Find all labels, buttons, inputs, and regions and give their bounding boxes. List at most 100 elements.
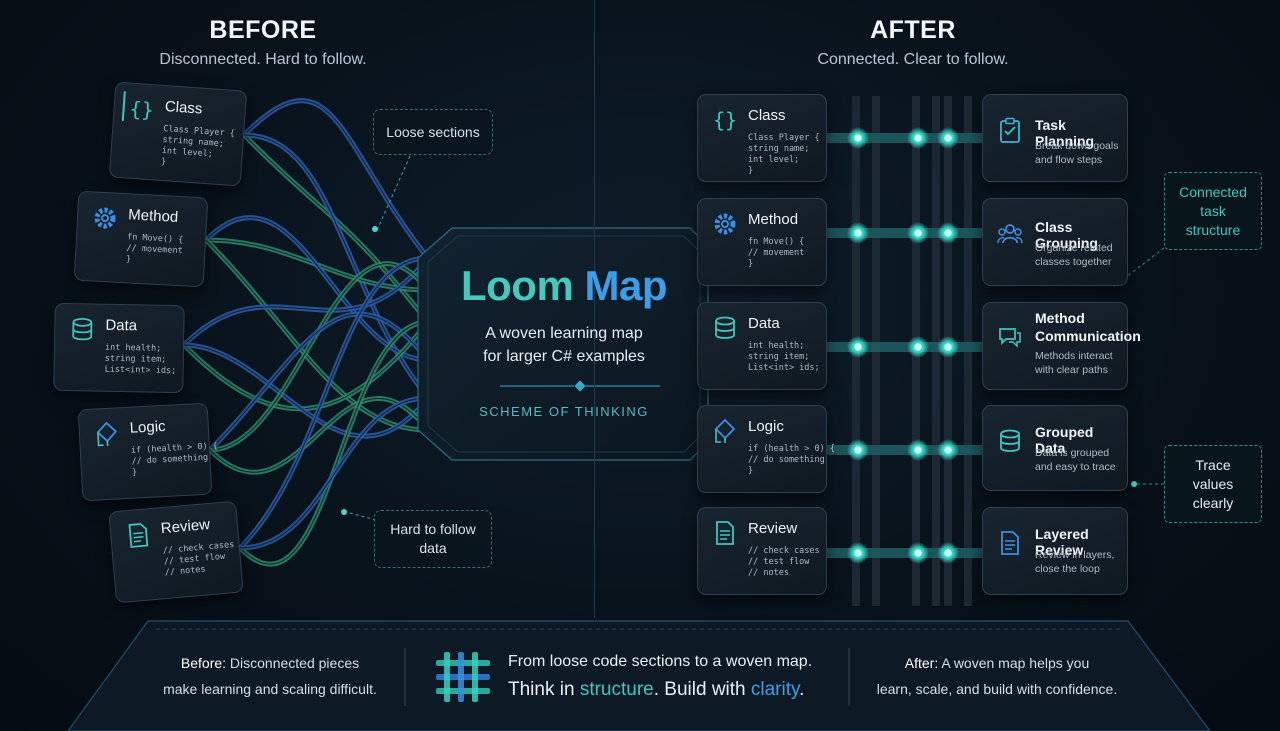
result-title: Layered Review: [1035, 526, 1089, 558]
before-heading: BEFORE: [209, 16, 317, 44]
desc-line: Data is grouped: [1035, 447, 1110, 459]
loom-map-title: Loom Map: [430, 262, 698, 310]
card-title: Class: [164, 98, 203, 118]
connection-node: [852, 341, 864, 353]
title-loom: Loom: [461, 262, 574, 309]
callout-trace-values: Trace values clearly: [1164, 445, 1262, 523]
thread-highlight: [239, 257, 429, 549]
footer-after-label: After:: [904, 655, 939, 671]
desc-line: Break down goals: [1035, 140, 1119, 152]
thread-highlight: [239, 397, 429, 549]
callout-line: values: [1192, 475, 1234, 492]
callout-line: clearly: [1192, 494, 1234, 511]
callout-trace-dot: [1131, 481, 1137, 487]
code-line: Class Player {: [748, 133, 820, 143]
callout-line: structure: [1185, 221, 1241, 238]
result-desc: Organize related classes together: [1035, 241, 1113, 269]
center-subtitle-line2: for larger C# examples: [483, 348, 645, 365]
card-title: Review: [748, 520, 798, 537]
thread-highlight: [243, 100, 429, 259]
card-code: // check cases // test flow // notes: [162, 540, 236, 579]
database-icon: [997, 428, 1023, 454]
after-card-method: Method fn Move() { // movement }: [697, 198, 827, 286]
card-code: fn Move() { // movement }: [748, 237, 804, 270]
result-title: Method Communication: [1035, 309, 1141, 345]
center-subtitle: A woven learning map for larger C# examp…: [430, 322, 698, 368]
after-heading: AFTER: [870, 16, 956, 44]
chat-icon: [997, 325, 1023, 351]
thread-highlight: [209, 397, 429, 473]
code-line: // do something: [748, 455, 825, 465]
thread-highlight: [205, 217, 429, 361]
footer-before-text-1: Disconnected pieces: [229, 655, 360, 671]
result-title: Class Grouping: [1035, 219, 1098, 251]
callout-loose-connector: [377, 155, 411, 229]
braces-icon: {}: [128, 96, 156, 124]
before-heading-block: BEFORE Disconnected. Hard to follow.: [63, 16, 463, 69]
card-code: if (health > 0) { // do something }: [748, 444, 835, 477]
connection-node: [942, 227, 954, 239]
code-line: int health;: [748, 341, 805, 351]
result-card-grouped-data: Grouped Data Data is grouped and easy to…: [982, 405, 1128, 491]
desc-line: Review in layers,: [1035, 549, 1115, 561]
woven-grid: [827, 96, 982, 606]
desc-line: Organize related: [1035, 242, 1113, 254]
title-map: Map: [584, 262, 667, 309]
mid-text: .: [799, 679, 805, 700]
after-heading-block: AFTER Connected. Clear to follow.: [713, 16, 1113, 69]
callout-loose-dot: [372, 226, 378, 232]
footer-after-text-1: A woven map helps you: [941, 655, 1090, 671]
mid-text: Think in: [508, 679, 575, 700]
title-line: Method: [1035, 310, 1085, 326]
connection-node: [852, 444, 864, 456]
callout-loose-sections: Loose sections: [373, 109, 493, 155]
card-code: Class Player { string name; int level; }: [161, 124, 235, 173]
center-divider-diamond: [574, 380, 586, 392]
callout-connected-task-structure: Connected task structure: [1164, 172, 1262, 250]
result-card-layered-review: Layered Review Review in layers, close t…: [982, 507, 1128, 595]
result-card-method-communication: Method Communication Methods interact wi…: [982, 302, 1141, 390]
connection-node: [942, 547, 954, 559]
gear-icon: [91, 204, 118, 231]
before-card-logic: Logic if (health > 0) { // do something …: [77, 402, 218, 502]
connection-node: [852, 227, 864, 239]
before-card-class: {} Class Class Player { string name; int…: [108, 81, 248, 187]
code-line: int level;: [748, 155, 800, 165]
desc-line: and easy to trace: [1035, 461, 1116, 473]
connection-node: [912, 227, 924, 239]
tangled-thread: [181, 319, 431, 412]
callout-hard-dot: [341, 509, 347, 515]
code-line: }: [748, 166, 754, 176]
thread-highlight: [183, 321, 429, 410]
mid-text: . Build with: [653, 679, 746, 700]
card-title: Method: [127, 206, 179, 226]
svg-text:{}: {}: [713, 108, 737, 132]
card-title: Data: [748, 315, 780, 332]
center-subtitle-line1: A woven learning map: [485, 325, 643, 342]
footer-before-text-2: make learning and scaling difficult.: [163, 681, 377, 697]
callout-line: task: [1200, 202, 1226, 219]
thread-highlight: [183, 257, 429, 346]
card-title: Class: [748, 107, 786, 124]
weft-thread: [827, 445, 982, 455]
result-desc: Methods interact with clear paths: [1035, 349, 1113, 377]
woven-logo-icon: [436, 652, 490, 702]
result-title: Task Planning: [1035, 117, 1095, 149]
title-line: Communication: [1035, 328, 1141, 344]
code-line: // test flow: [748, 557, 810, 567]
result-desc: Data is grouped and easy to trace: [1035, 446, 1116, 474]
document-icon: [997, 530, 1023, 556]
after-card-review: Review // check cases // test flow // no…: [697, 507, 827, 595]
connection-node: [852, 547, 864, 559]
before-card-method: Method fn Move() { // movement }: [73, 190, 209, 288]
weft-thread: [827, 548, 982, 558]
desc-line: with clear paths: [1035, 364, 1108, 376]
footer-before-label: Before:: [180, 655, 227, 671]
after-card-data: Data int health; string item; List<int> …: [697, 302, 827, 390]
footer-panel: [67, 620, 1211, 731]
card-title: Review: [160, 515, 211, 538]
card-code: fn Move() { // movement }: [126, 232, 184, 268]
after-card-class: {} Class Class Player { string name; int…: [697, 94, 827, 182]
callout-hard-to-follow: Hard to follow data: [374, 510, 492, 568]
document-icon: [712, 520, 738, 546]
